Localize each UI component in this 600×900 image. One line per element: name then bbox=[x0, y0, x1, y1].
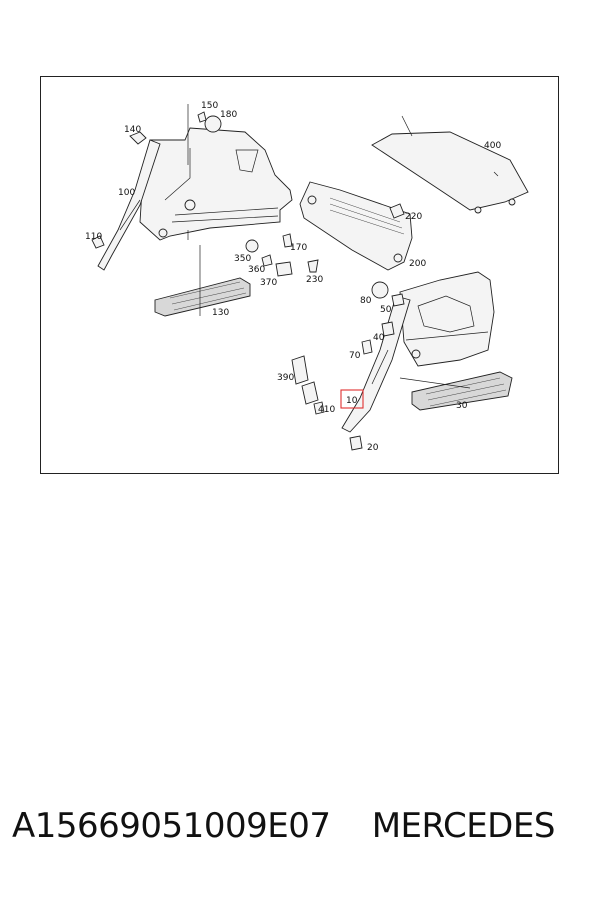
callout-370: 370 bbox=[260, 278, 277, 288]
callout-70: 70 bbox=[349, 351, 361, 361]
callout-360: 360 bbox=[248, 265, 265, 275]
callout-40: 40 bbox=[373, 333, 385, 343]
part-number: A15669051009E07 bbox=[12, 806, 331, 846]
callout-80: 80 bbox=[360, 296, 372, 306]
callout-100: 100 bbox=[118, 188, 135, 198]
callout-350: 350 bbox=[234, 254, 251, 264]
callout-20: 20 bbox=[367, 443, 379, 453]
callout-10: 10 bbox=[346, 396, 358, 406]
left-pillar-trim bbox=[97, 139, 161, 271]
callout-110: 110 bbox=[85, 232, 102, 242]
callout-220: 220 bbox=[405, 212, 422, 222]
right-pillar-trim bbox=[341, 295, 411, 433]
callout-170: 170 bbox=[290, 243, 307, 253]
cargo-cover bbox=[371, 115, 529, 214]
left-side-trim-panel bbox=[139, 127, 293, 241]
callout-140: 140 bbox=[124, 125, 141, 135]
right-sill-strip bbox=[399, 371, 513, 411]
callout-410: 410 bbox=[318, 405, 335, 415]
part-info-footer: A15669051009E07 MERCEDES bbox=[12, 806, 592, 862]
callout-30: 30 bbox=[456, 401, 468, 411]
callout-130: 130 bbox=[212, 308, 229, 318]
left-fasteners bbox=[91, 111, 319, 277]
callout-200: 200 bbox=[409, 259, 426, 269]
callout-390: 390 bbox=[277, 373, 294, 383]
callout-50: 50 bbox=[380, 305, 392, 315]
callout-230: 230 bbox=[306, 275, 323, 285]
right-fasteners bbox=[291, 281, 405, 451]
callout-180: 180 bbox=[220, 110, 237, 120]
right-side-trim-panel bbox=[399, 271, 495, 367]
brand-name: MERCEDES bbox=[371, 806, 556, 846]
highlight-box bbox=[340, 389, 364, 409]
rear-cross-trim bbox=[299, 181, 413, 271]
sill-strip bbox=[154, 277, 251, 317]
callout-150: 150 bbox=[201, 101, 218, 111]
callout-400: 400 bbox=[484, 141, 501, 151]
